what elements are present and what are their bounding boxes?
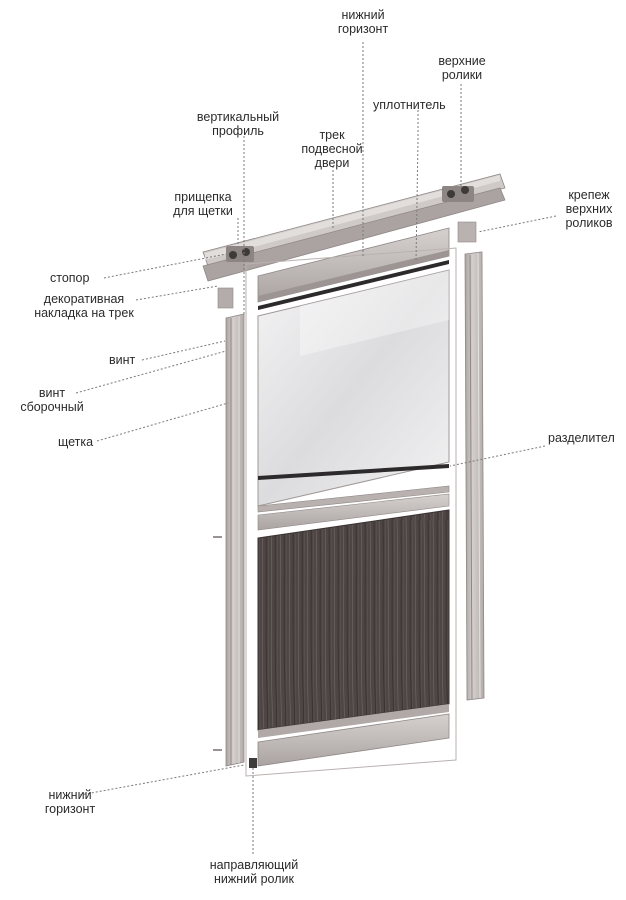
label-lower-horizon-top: нижний горизонт	[337, 8, 389, 36]
label-lower-horizon-bottom: нижний горизонт	[44, 788, 96, 816]
label-seal: уплотнитель	[373, 98, 446, 112]
leader-assembly-screw	[75, 350, 227, 394]
mirror-panel	[257, 269, 450, 507]
right-vertical-profile	[464, 251, 485, 701]
leader-stopper	[103, 253, 227, 279]
label-lower-guide-roller: направляющий нижний ролик	[209, 858, 299, 886]
left-vertical-profile	[225, 313, 245, 767]
wood-panel	[257, 509, 450, 731]
label-assembly-screw: винт сборочный	[20, 386, 84, 414]
label-stopper: стопор	[50, 271, 90, 285]
label-decorative-cover: декоративная накладка на трек	[34, 292, 134, 320]
leader-seal	[415, 110, 419, 263]
upper-roller-right	[442, 186, 474, 202]
mirror-highlight	[300, 270, 449, 356]
label-screw: винт	[109, 353, 136, 367]
leader-decorative-cover	[135, 285, 219, 301]
label-divider: разделител	[548, 431, 615, 445]
leader-screw	[141, 340, 226, 361]
lower-guide-roller-piece	[249, 758, 257, 768]
door-frame	[245, 247, 457, 777]
upper-roller-left	[226, 246, 254, 262]
label-brush: щетка	[58, 435, 94, 449]
leader-divider	[449, 445, 546, 467]
top-horizon-bar	[257, 227, 450, 303]
label-track: трек подвесной двери	[301, 128, 363, 170]
track	[202, 173, 506, 282]
upper-roller-mount-piece	[457, 221, 477, 243]
bottom-horizon-bar	[257, 704, 450, 767]
divider	[257, 464, 450, 531]
label-vertical-profile: вертикальный профиль	[196, 110, 280, 138]
leader-brush	[96, 402, 229, 442]
label-upper-roller-mount: крепеж верхних роликов	[565, 188, 613, 230]
decorative-cover-piece	[217, 287, 234, 309]
seal-strip	[258, 260, 449, 310]
label-upper-rollers: верхние ролики	[438, 54, 486, 82]
leader-upper-roller-mount	[477, 215, 557, 233]
label-brush-clip: прищепка для щетки	[173, 190, 233, 218]
